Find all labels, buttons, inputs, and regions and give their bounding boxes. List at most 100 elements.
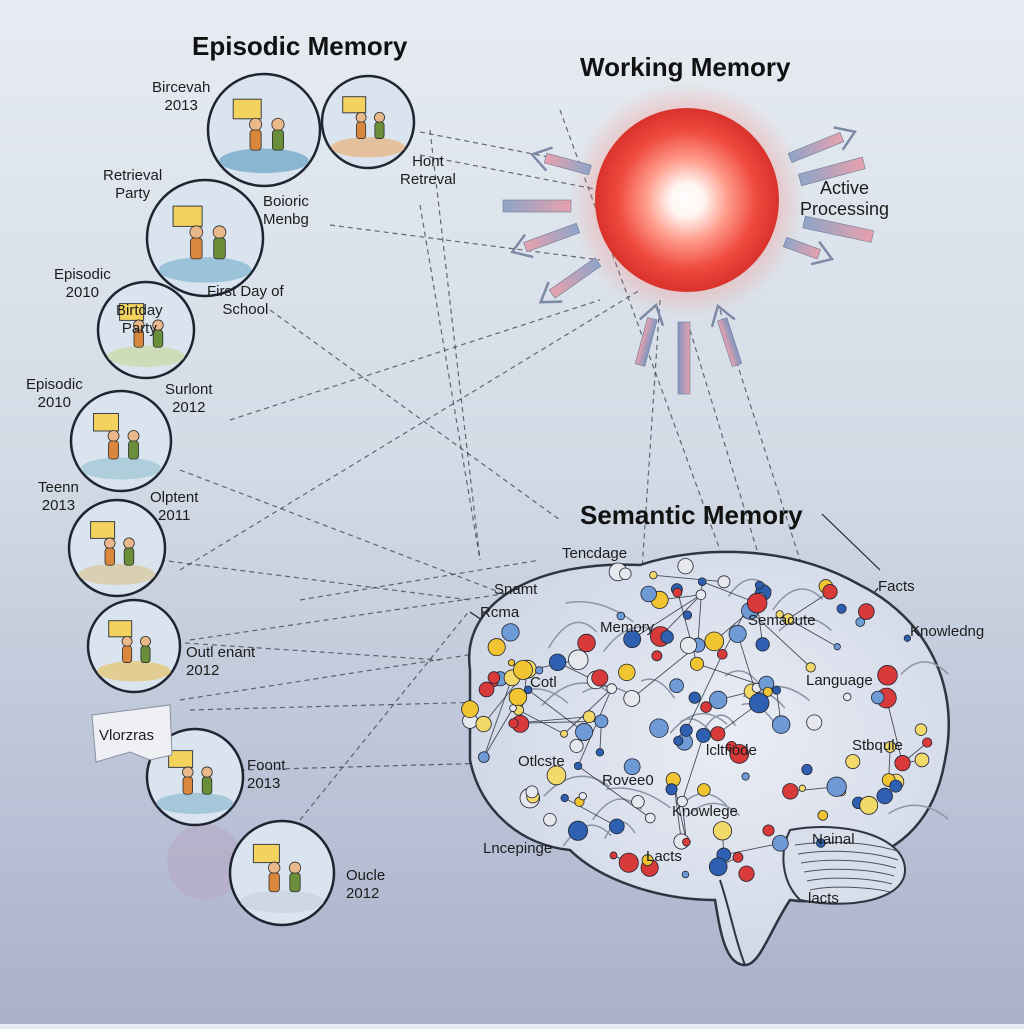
network-node [845,754,861,770]
network-node [507,659,516,667]
network-node [836,603,847,614]
network-node [508,687,528,707]
semantic-label: Knowledng [910,623,985,640]
cerebellum-fold [806,877,893,885]
network-node [801,763,813,776]
episodic-label: Birtday Party [116,302,163,337]
episode-vignette [206,72,322,188]
brain-gyrus [640,678,676,699]
network-node [560,729,568,738]
episode-vignette [86,598,182,694]
arrow-up-left [634,302,665,367]
network-node [651,650,663,662]
brain-gyrus [888,804,949,820]
brain-gyrus [772,588,824,611]
network-node [682,610,693,620]
connector-line [159,559,471,601]
semantic-label: Knowlege [672,803,738,820]
network-node [644,812,656,824]
arrow-left-low [538,257,602,304]
network-node [577,633,596,653]
working-memory-orb [595,108,779,292]
network-node [660,630,674,644]
network-node [569,738,584,753]
connector-line [139,639,441,661]
cerebellum-fold [809,886,891,893]
network-node [616,611,626,621]
network-node [741,772,750,781]
network-edge [527,689,585,733]
network-node [487,671,501,684]
network-node [623,758,641,776]
network-node [560,793,569,803]
network-node [487,638,506,657]
connector-line [229,299,601,421]
network-edge [483,707,514,758]
network-node [782,613,794,625]
network-node [877,665,898,686]
network-node [681,870,690,879]
network-node [772,834,789,852]
active-processing-label: Active Processing [800,178,890,219]
network-node [755,637,770,652]
episodic-label: Hont Retreval [400,153,456,188]
network-node [695,589,707,601]
network-edge [723,842,781,856]
network-node [696,728,711,743]
arrow-right-upper [787,126,857,164]
network-node [748,692,770,714]
network-node [771,715,791,734]
network-node [508,718,519,729]
network-edge [685,654,723,731]
network-node [535,666,544,675]
episode-vignette [320,74,416,170]
network-node [871,690,885,705]
network-node [806,714,823,731]
episodic-label: Olptent 2011 [150,489,199,524]
network-node [914,752,930,768]
network-node [513,660,533,680]
network-node [894,755,911,772]
semantic-label: Semacute [748,612,816,629]
network-node [524,685,533,695]
network-node [609,818,625,835]
semantic-label: lacts [808,890,839,907]
network-node [618,663,636,682]
cerebellum-fold [797,850,899,861]
cerebellum-fold [800,859,897,869]
network-node [697,783,711,797]
network-node [461,700,479,718]
network-node [595,748,605,757]
network-edge [787,618,838,648]
network-node [729,744,750,764]
network-node [578,792,587,801]
network-node [606,683,618,694]
arrow-up-right [710,303,743,367]
network-node [688,691,701,704]
network-node [738,865,755,882]
connector-line [269,309,561,521]
network-node [594,714,609,729]
network-node [709,690,728,709]
network-node [631,795,645,809]
connector-line [299,559,541,601]
network-node [746,592,768,614]
bar-right-low [802,215,875,243]
brain-gyrus [543,775,611,797]
network-edge [577,688,613,767]
semantic-label: lcltfiode [706,742,757,759]
network-node [575,723,594,742]
network-node [782,783,799,800]
network-node [543,813,557,827]
episodic-label: Foont 2013 [247,757,286,792]
network-node [649,571,658,580]
network-node [822,584,838,600]
network-node [710,726,726,742]
semantic-label: Tencdage [562,545,628,562]
network-node [619,567,632,581]
brain-gyrus [541,682,611,707]
arrow-right-low [782,236,835,266]
network-node [623,690,641,707]
semantic-label: Snamt [494,581,538,598]
